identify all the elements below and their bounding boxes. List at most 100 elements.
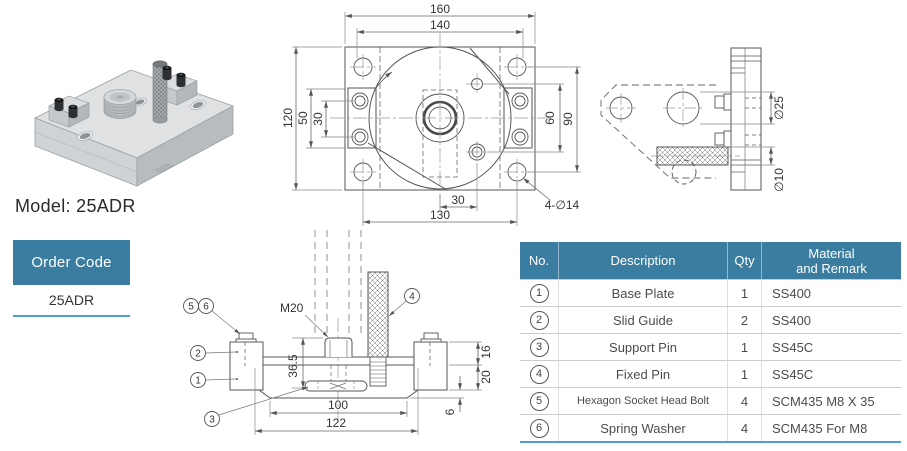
parts-table-header: No. Description Qty Material and Remark — [520, 242, 901, 279]
table-row: 3 Support Pin 1 SS45C — [520, 333, 901, 360]
dim-shank-dia: ∅10 — [772, 168, 786, 192]
cell-material: SS45C — [772, 366, 814, 382]
cell-description: Fixed Pin — [559, 361, 728, 387]
dim-h6: 6 — [443, 408, 457, 415]
extension-lines — [292, 12, 581, 226]
svg-text:2: 2 — [195, 349, 201, 360]
svg-text:1: 1 — [195, 376, 201, 387]
svg-text:4: 4 — [409, 292, 415, 303]
guide-bolts — [235, 332, 442, 343]
order-code-block: Order Code 25ADR — [13, 240, 130, 317]
thread-leader — [304, 314, 329, 338]
cell-material: SCM435 For M8 — [772, 420, 868, 436]
section-dimension-lines — [255, 338, 480, 433]
dim-width-outer: 160 — [430, 2, 450, 16]
dimension-lines — [294, 14, 579, 224]
cell-no: 5 — [520, 388, 559, 414]
side-extension-lines — [700, 91, 775, 166]
svg-text:6: 6 — [203, 302, 209, 313]
fixed-pin-section — [367, 271, 389, 387]
isometric-view — [34, 60, 234, 187]
callout-fixed-pin: 4 — [404, 288, 420, 304]
callout-slid-guide: 2 — [190, 345, 206, 361]
dim-span-90: 90 — [561, 112, 575, 126]
circled-number: 2 — [529, 310, 549, 330]
svg-text:5: 5 — [188, 302, 194, 313]
top-view-drawing: 160 140 120 50 30 60 90 30 130 4-∅14 — [281, 2, 581, 226]
order-code-header: Order Code — [13, 240, 130, 285]
dim-h20: 20 — [479, 370, 493, 384]
order-code-value: 25ADR — [13, 285, 130, 317]
dim-width-100: 100 — [328, 398, 348, 412]
cell-description: Support Pin — [559, 334, 728, 360]
dim-section-height: 36.5 — [286, 354, 300, 378]
cell-description: Base Plate — [559, 280, 728, 306]
table-row: 6 Spring Washer 4 SCM435 For M8 — [520, 414, 901, 441]
cell-qty: 2 — [728, 307, 762, 333]
cell-no: 2 — [520, 307, 559, 333]
vertical-plate — [730, 47, 762, 191]
cell-description: Slid Guide — [559, 307, 728, 333]
m20-bolt — [324, 337, 353, 386]
dim-span-60: 60 — [543, 111, 557, 125]
header-qty: Qty — [728, 242, 762, 279]
callout-support-pin: 3 — [204, 411, 220, 427]
socket-bolts-3d — [54, 65, 186, 119]
header-description: Description — [559, 242, 728, 279]
dim-height: 120 — [281, 108, 295, 128]
cell-material: SS400 — [772, 285, 812, 301]
dim-width-inner: 140 — [430, 18, 450, 32]
circled-number: 4 — [529, 364, 549, 384]
svg-text:3: 3 — [209, 415, 215, 426]
circled-number: 1 — [529, 283, 549, 303]
cell-material: SS400 — [772, 312, 812, 328]
callout-bolt: 5 — [183, 298, 199, 314]
side-bolts — [714, 93, 732, 148]
cell-qty: 1 — [728, 280, 762, 306]
projection-lines — [314, 230, 362, 338]
parts-table: No. Description Qty Material and Remark … — [520, 242, 901, 443]
header-no: No. — [520, 242, 559, 279]
support-pin-side — [656, 146, 729, 166]
dim-width-122: 122 — [326, 416, 346, 430]
cell-no: 1 — [520, 280, 559, 306]
cell-qty: 1 — [728, 334, 762, 360]
circled-number: 6 — [529, 418, 549, 438]
dim-bolt-spacing: 30 — [311, 112, 325, 126]
table-row: 5 Hexagon Socket Head Bolt 4 SCM435 M8 X… — [520, 387, 901, 414]
cell-material: SS45C — [772, 339, 814, 355]
support-pin-section — [304, 380, 368, 392]
model-label: Model: 25ADR — [15, 196, 136, 216]
circled-number: 3 — [529, 337, 549, 357]
side-view-drawing: ∅25 ∅10 — [600, 47, 786, 192]
hole-note-leader — [522, 177, 551, 201]
dim-guide-height: 50 — [296, 111, 310, 125]
header-material: Material and Remark — [796, 245, 867, 276]
cell-description: Spring Washer — [559, 415, 728, 441]
table-row: 1 Base Plate 1 SS400 — [520, 279, 901, 306]
cell-material: SCM435 M8 X 35 — [772, 393, 875, 409]
callout-washer: 6 — [198, 298, 214, 314]
cell-no: 3 — [520, 334, 559, 360]
cell-qty: 4 — [728, 388, 762, 414]
cell-qty: 1 — [728, 361, 762, 387]
cell-no: 6 — [520, 415, 559, 441]
cell-qty: 4 — [728, 415, 762, 441]
cell-no: 4 — [520, 361, 559, 387]
callouts: 5 6 2 1 3 — [183, 288, 420, 427]
table-row: 2 Slid Guide 2 SS400 — [520, 306, 901, 333]
side-holes — [609, 91, 700, 185]
callout-base-plate: 1 — [190, 372, 206, 388]
hidden-plate-outline — [600, 84, 716, 179]
threaded-boss-3d — [103, 89, 137, 119]
centerlines — [330, 33, 552, 205]
base-plate-3d — [34, 69, 234, 187]
circled-number: 5 — [529, 391, 549, 411]
hole-note: 4-∅14 — [545, 198, 580, 212]
rotation-arrow — [375, 71, 393, 89]
table-row: 4 Fixed Pin 1 SS45C — [520, 360, 901, 387]
dim-offset-30: 30 — [451, 193, 465, 207]
section-view-drawing: 5 6 2 1 3 — [183, 230, 493, 435]
dim-span-130: 130 — [430, 208, 450, 222]
